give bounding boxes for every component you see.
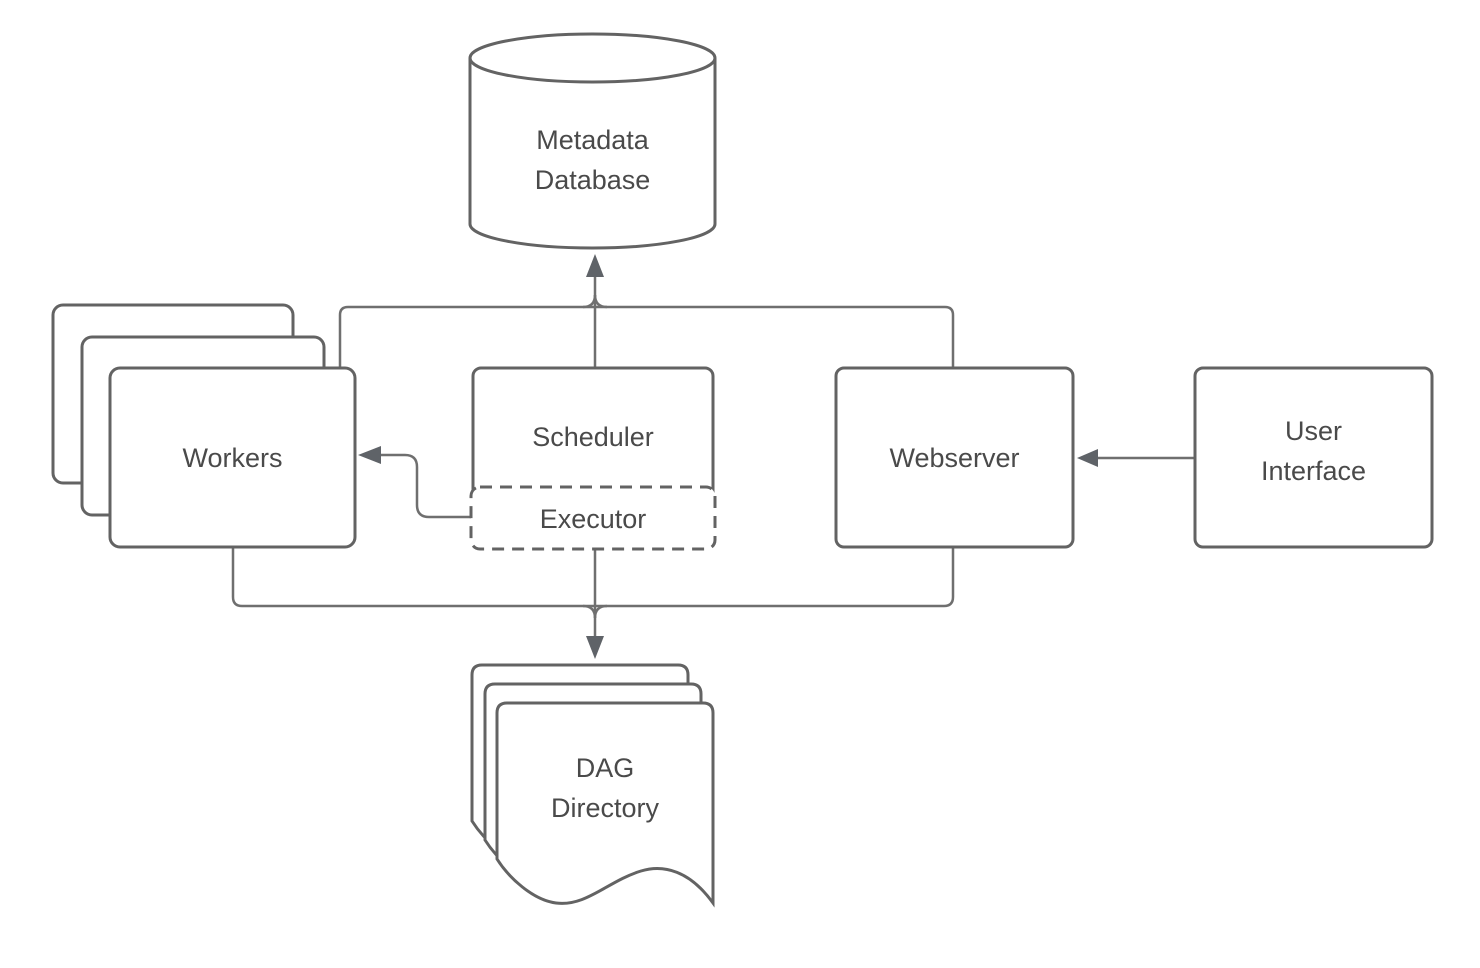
edge-merge-fillet-bottom-right (593, 604, 608, 619)
arrowhead-down-dag-directory (586, 636, 604, 659)
user-interface-node (1193, 366, 1434, 549)
edge-group (231, 254, 1195, 659)
edge-merge-fillet-top-left (582, 294, 597, 309)
workers-node (51, 303, 357, 549)
scheduler-node (469, 366, 717, 551)
edge-workers-webserver-to-metadata-db (338, 305, 955, 367)
webserver-node (834, 366, 1075, 549)
dag-document-front (495, 701, 715, 908)
edge-merge-fillet-top-right (593, 294, 608, 309)
database-cylinder-body (468, 58, 717, 250)
edge-merge-fillet-bottom-left (582, 604, 597, 619)
edge-executor-to-workers (380, 453, 473, 519)
executor-box (469, 485, 717, 551)
arrowhead-up-metadata-db (586, 254, 604, 277)
dag-directory-node (470, 663, 715, 908)
database-cylinder-top (468, 32, 717, 84)
workers-card-front (108, 366, 357, 549)
edge-workers-webserver-to-dag-directory (231, 548, 955, 608)
arrowhead-left-workers (358, 446, 381, 464)
arrowhead-left-webserver (1077, 449, 1098, 467)
metadata-database-node (468, 32, 717, 250)
